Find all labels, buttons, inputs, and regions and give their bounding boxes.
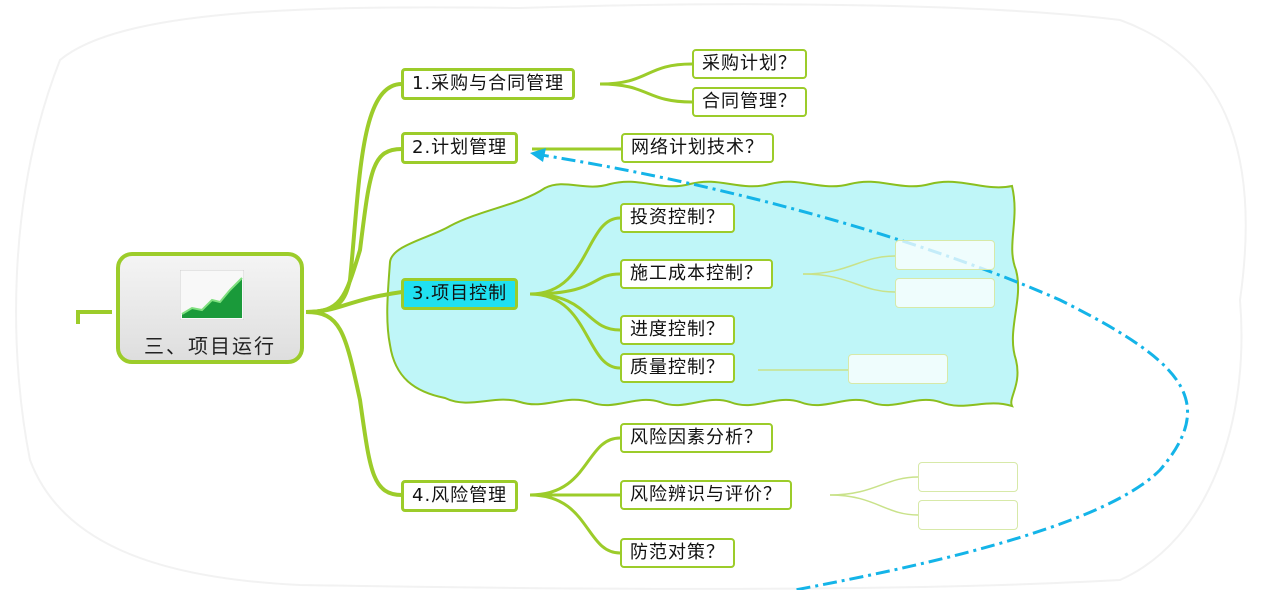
subtopic-label: 质量控制？ [630, 357, 725, 378]
empty-topic-placeholder[interactable] [895, 278, 995, 308]
topic-plan-management[interactable]: 2.计划管理 [401, 132, 519, 164]
subtopic-network-planning[interactable]: 网络计划技术？ [621, 133, 774, 163]
central-topic-label: 三、项目运行 [144, 334, 276, 358]
subtopic-procurement-plan[interactable]: 采购计划？ [692, 49, 807, 79]
subtopic-label: 采购计划？ [702, 53, 797, 74]
topic-label: 2.计划管理 [412, 137, 508, 158]
rising-chart-icon [180, 270, 244, 320]
empty-topic-placeholder[interactable] [918, 500, 1018, 530]
boundary-project-control [386, 180, 1020, 408]
subtopic-label: 合同管理？ [702, 91, 797, 112]
subtopic-label: 风险辨识与评价？ [630, 484, 782, 505]
topic-label: 4.风险管理 [412, 485, 508, 506]
central-topic[interactable]: 三、项目运行 [116, 252, 304, 364]
subtopic-investment-control[interactable]: 投资控制？ [620, 203, 735, 233]
subtopic-label: 施工成本控制？ [630, 263, 763, 284]
subtopic-prevention-measures[interactable]: 防范对策？ [620, 538, 735, 568]
subtopic-label: 进度控制？ [630, 319, 725, 340]
relationship-line [534, 152, 1189, 590]
subtopic-quality-control[interactable]: 质量控制？ [620, 353, 735, 383]
child-connectors [529, 62, 693, 555]
ghost-connectors [758, 255, 919, 516]
subtopic-label: 风险因素分析？ [630, 427, 763, 448]
subtopic-risk-identification-evaluation[interactable]: 风险辨识与评价？ [620, 480, 792, 510]
topic-label: 3.项目控制 [412, 283, 508, 304]
subtopic-label: 网络计划技术？ [631, 137, 764, 158]
topic-label: 1.采购与合同管理 [412, 73, 565, 94]
topic-risk-management[interactable]: 4.风险管理 [401, 480, 519, 512]
subtopic-contract-management[interactable]: 合同管理？ [692, 87, 807, 117]
subtopic-label: 投资控制？ [630, 207, 725, 228]
topic-procurement-contract[interactable]: 1.采购与合同管理 [401, 68, 576, 100]
subtopic-label: 防范对策？ [630, 542, 725, 563]
root-connectors [76, 82, 403, 497]
empty-topic-placeholder[interactable] [848, 354, 948, 384]
topic-project-control[interactable]: 3.项目控制 [401, 278, 519, 310]
empty-topic-placeholder[interactable] [895, 240, 995, 270]
subtopic-construction-cost-control[interactable]: 施工成本控制？ [620, 259, 773, 289]
empty-topic-placeholder[interactable] [918, 462, 1018, 492]
relationship-arrowhead [530, 148, 546, 162]
subtopic-risk-factor-analysis[interactable]: 风险因素分析？ [620, 423, 773, 453]
subtopic-schedule-control[interactable]: 进度控制？ [620, 315, 735, 345]
